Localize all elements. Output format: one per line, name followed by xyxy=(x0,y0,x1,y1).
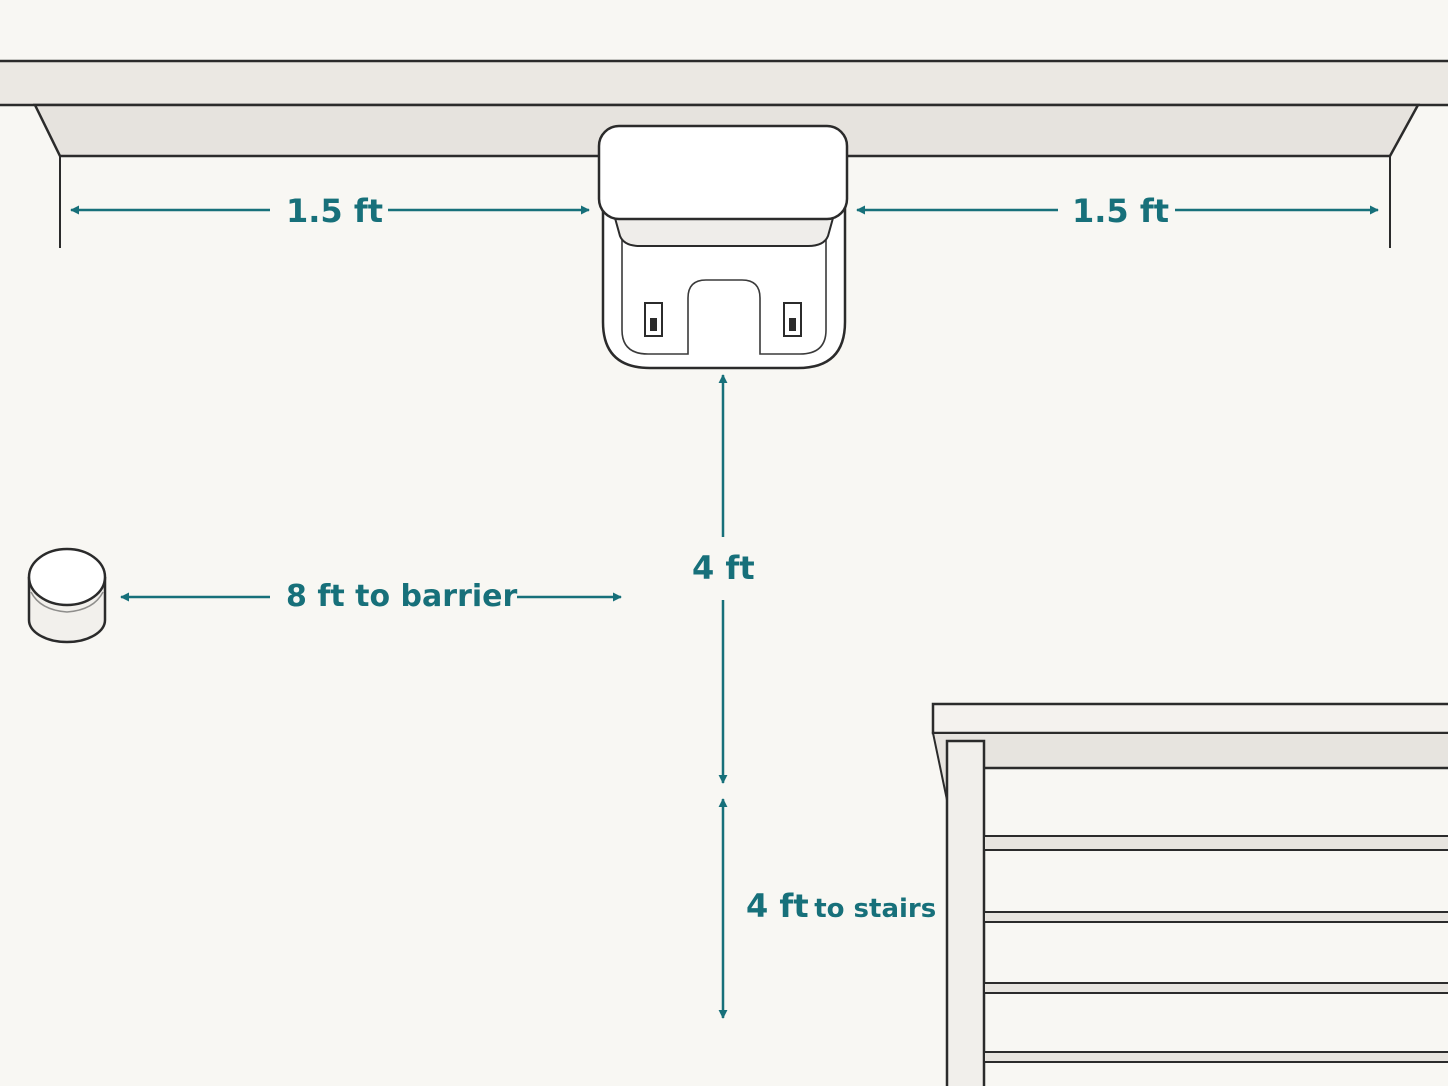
barrier xyxy=(27,547,107,644)
stair-step-3 xyxy=(983,982,1448,994)
stair-step-2 xyxy=(983,911,1448,923)
stairs xyxy=(931,702,1448,1086)
left-clearance-label: 1.5 ft xyxy=(286,192,384,230)
barrier-distance-label: 8 ft to barrier xyxy=(286,579,518,614)
stairs-distance-value: 4 ft xyxy=(746,887,809,925)
charging-dock xyxy=(597,124,849,370)
stairs-distance-label: 4 ft to stairs xyxy=(746,887,937,925)
stair-step-4 xyxy=(983,1051,1448,1063)
charging-contact-right xyxy=(783,302,802,337)
stair-step-1 xyxy=(983,835,1448,851)
front-clearance-label: 4 ft xyxy=(692,549,755,587)
charging-contact-left xyxy=(644,302,663,337)
dock-top xyxy=(597,124,849,221)
stairs-distance-suffix: to stairs xyxy=(814,894,937,924)
right-clearance-label: 1.5 ft xyxy=(1072,192,1170,230)
